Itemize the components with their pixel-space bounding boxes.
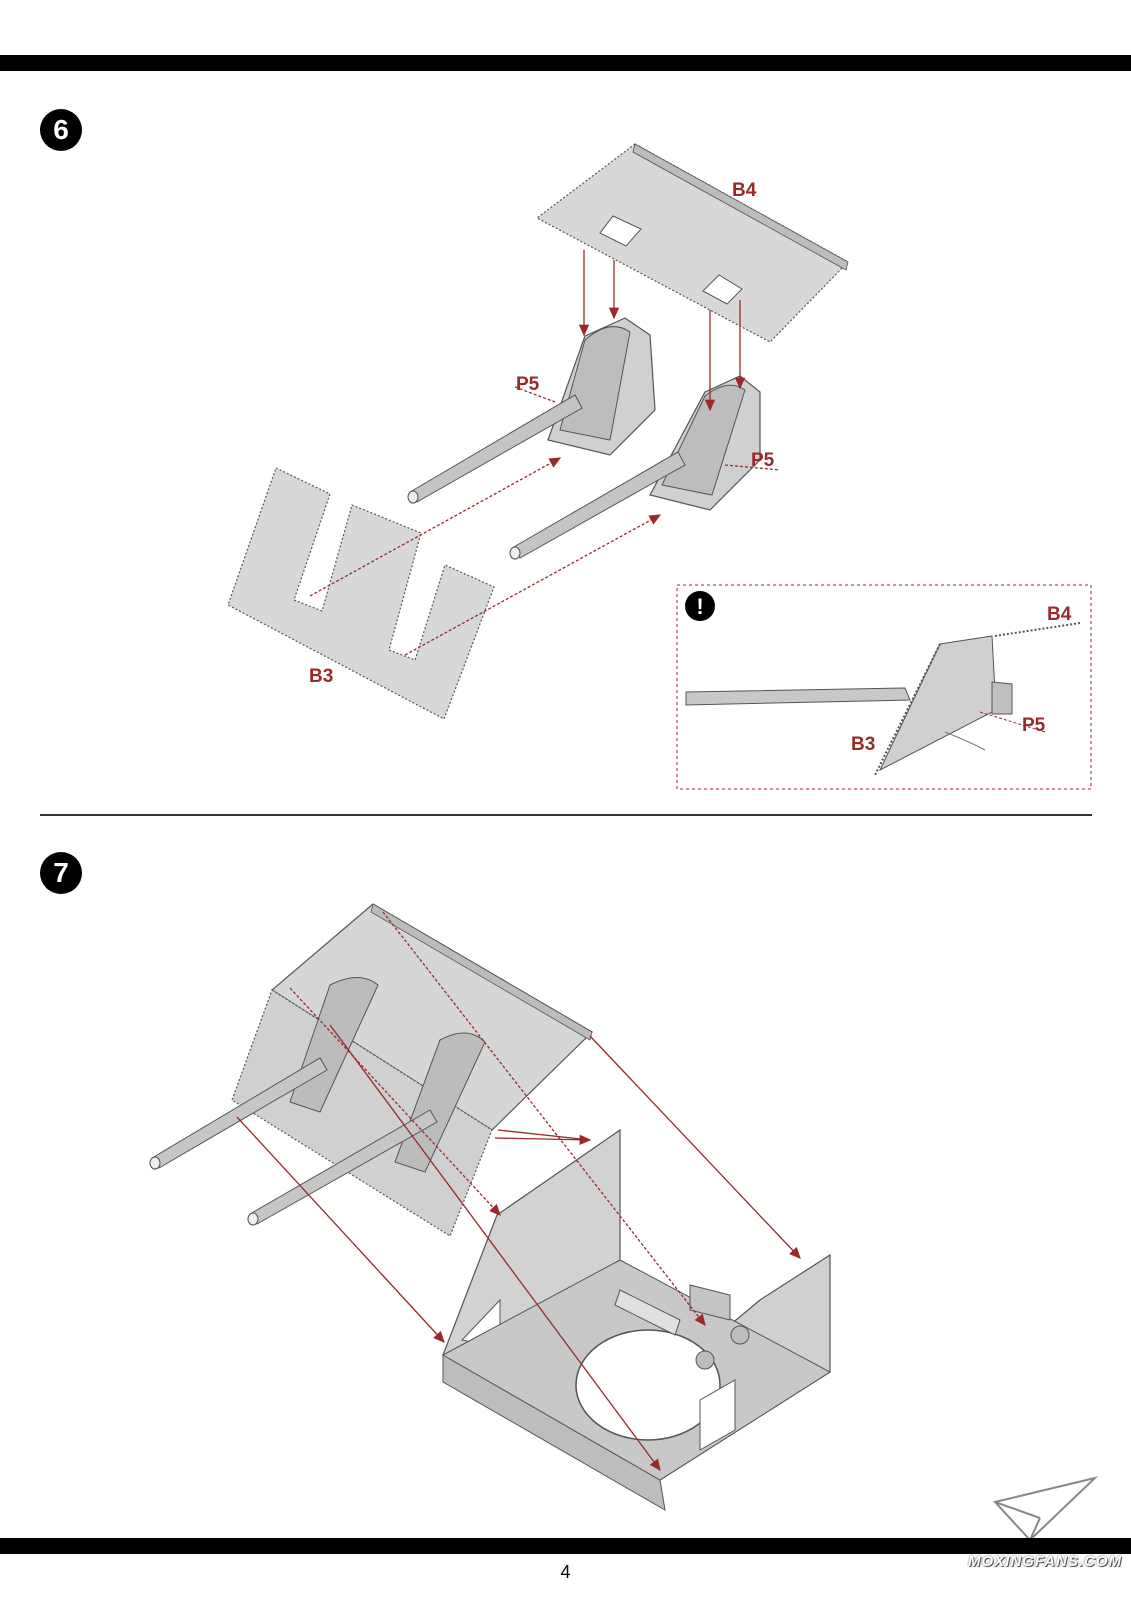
step-7-badge: 7 (40, 852, 82, 894)
label-p5-left: P5 (516, 374, 540, 395)
gun-mount-left (407, 317, 656, 504)
callout-label-b3: B3 (851, 734, 875, 755)
callout-box: ! (676, 584, 1092, 790)
plate-b3 (227, 467, 495, 720)
footer-bar (0, 1538, 1131, 1554)
assembly-arrows-step6 (309, 250, 781, 656)
label-p5-right: P5 (751, 450, 775, 471)
label-b3: B3 (309, 666, 333, 687)
header-bar (0, 55, 1131, 71)
step-7-number: 7 (53, 857, 69, 888)
step-6-number: 6 (53, 114, 69, 145)
assembly-arrows-step7 (236, 911, 801, 1472)
callout-label-p5: P5 (1022, 715, 1046, 736)
gun-shield-assembly (149, 903, 593, 1237)
warning-icon (685, 591, 715, 621)
label-b4: B4 (732, 180, 757, 201)
watermark-plane-icon (993, 1476, 1099, 1542)
warning-icon-glyph: ! (696, 594, 703, 619)
callout-label-b4: B4 (1047, 604, 1072, 625)
step-divider (40, 814, 1092, 816)
hull-body (441, 1128, 831, 1511)
step-6-badge: 6 (40, 109, 82, 151)
plate-b4 (535, 143, 849, 343)
watermark-text: MOXINGFANS.COM (968, 1553, 1123, 1570)
gun-mount-right (509, 375, 761, 560)
page-number: 4 (560, 1562, 571, 1582)
